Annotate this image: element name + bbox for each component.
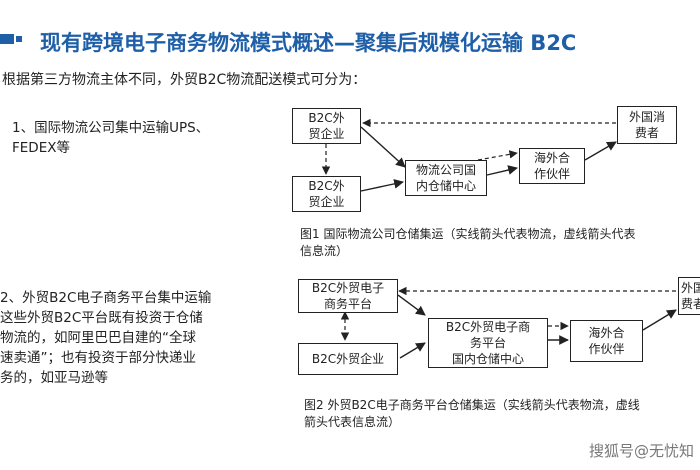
watermark: 搜狐号@无忧知 [588,442,694,460]
fig1-arrow-b2c-top-to-warehouse [360,126,406,168]
item-2-line: 务的，如亚马逊等 [0,370,108,386]
box-line: 贸企业 [308,127,345,141]
caption-line: 图2 外贸B2C电子商务平台仓储集运（实线箭头代表物流，虚线 [304,398,640,412]
fig1-box-b2c-enterprise-top: B2C外贸企业 [292,108,361,144]
fig2-arrow-enterprise-to-warehouse [399,342,426,359]
fig1-box-partner: 海外合作伙伴 [519,148,585,184]
fig1-box-consumer: 外国消费者 [617,106,677,144]
box-line: 费者 [681,297,700,311]
box-line: 贸企业 [308,195,345,209]
box-line: B2C外 [308,179,345,193]
fig1-arrow-warehouse-to-partner [486,165,518,176]
item-2-line: 物流的，如阿里巴巴自建的“全球 [0,330,196,346]
box-line: 作伙伴 [533,167,570,181]
item-2-text: 2、外贸B2C电子商务平台集中运输 这些外贸B2C平台既有投资于仓储 物流的，如… [0,288,262,388]
box-line: 商务平台 [323,297,372,311]
fig1-info-warehouse-to-partner [477,150,518,161]
box-line: B2C外贸电子 [311,281,385,295]
box-line: 外国消 [681,281,700,295]
fig1-arrow-partner-to-consumer [584,141,617,161]
fig2-box-warehouse: B2C外贸电子商务平台国内仓储中心 [428,318,548,368]
box-line: 费者 [634,126,659,140]
box-line: 外国消 [628,110,665,124]
fig2-box-partner: 海外合作伙伴 [570,320,643,362]
fig2-caption: 图2 外贸B2C电子商务平台仓储集运（实线箭头代表物流，虚线 箭头代表信息流） [304,397,698,431]
caption-line: 图1 国际物流公司仓储集运（实线箭头代表物流，虚线箭头代表 [300,227,636,241]
fig2-arrow-partner-to-consumer [642,309,677,331]
caption-line: 信息流） [300,244,349,258]
box-line: 物流公司国 [415,163,476,177]
fig1-box-b2c-enterprise-bottom: B2C外贸企业 [292,176,361,212]
box-line: 海外合 [588,326,625,340]
box-line: B2C外 [308,111,345,125]
box-line: B2C外贸电子商 [445,320,531,334]
fig1-arrow-b2c-bottom-to-warehouse [360,179,404,192]
item-1-text: 1、国际物流公司集中运输UPS、 FEDEX等 [12,118,267,158]
item-2-line: 2、外贸B2C电子商务平台集中运输 [0,290,212,306]
box-line: 海外合 [533,151,570,165]
fig2-box-enterprise: B2C外贸企业 [298,343,398,375]
fig2-arrow-platform-to-warehouse [397,294,426,316]
page-title: 现有跨境电子商务物流模式概述—聚集后规模化运输 B2C [40,31,577,55]
box-line: 国内仓储中心 [451,352,524,366]
box-line: 作伙伴 [588,342,625,356]
box-line: 内仓储中心 [415,179,476,193]
box-line: B2C外贸企业 [311,352,385,366]
fig2-box-platform: B2C外贸电子商务平台 [298,279,398,313]
box-line: 务平台 [469,336,506,350]
item-1-line: 1、国际物流公司集中运输UPS、 [12,120,210,136]
fig1-box-warehouse: 物流公司国内仓储中心 [405,160,487,196]
fig1-caption: 图1 国际物流公司仓储集运（实线箭头代表物流，虚线箭头代表 信息流） [300,226,698,260]
header-decoration-icon [0,34,22,44]
item-2-line: 这些外贸B2C平台既有投资于仓储 [0,310,203,326]
intro-text: 根据第三方物流主体不同，外贸B2C物流配送模式可分为： [2,72,367,88]
item-1-line: FEDEX等 [12,140,70,156]
item-2-line: 速卖通”；也有投资于部分快递业 [0,350,196,366]
caption-line: 箭头代表信息流） [304,415,401,429]
